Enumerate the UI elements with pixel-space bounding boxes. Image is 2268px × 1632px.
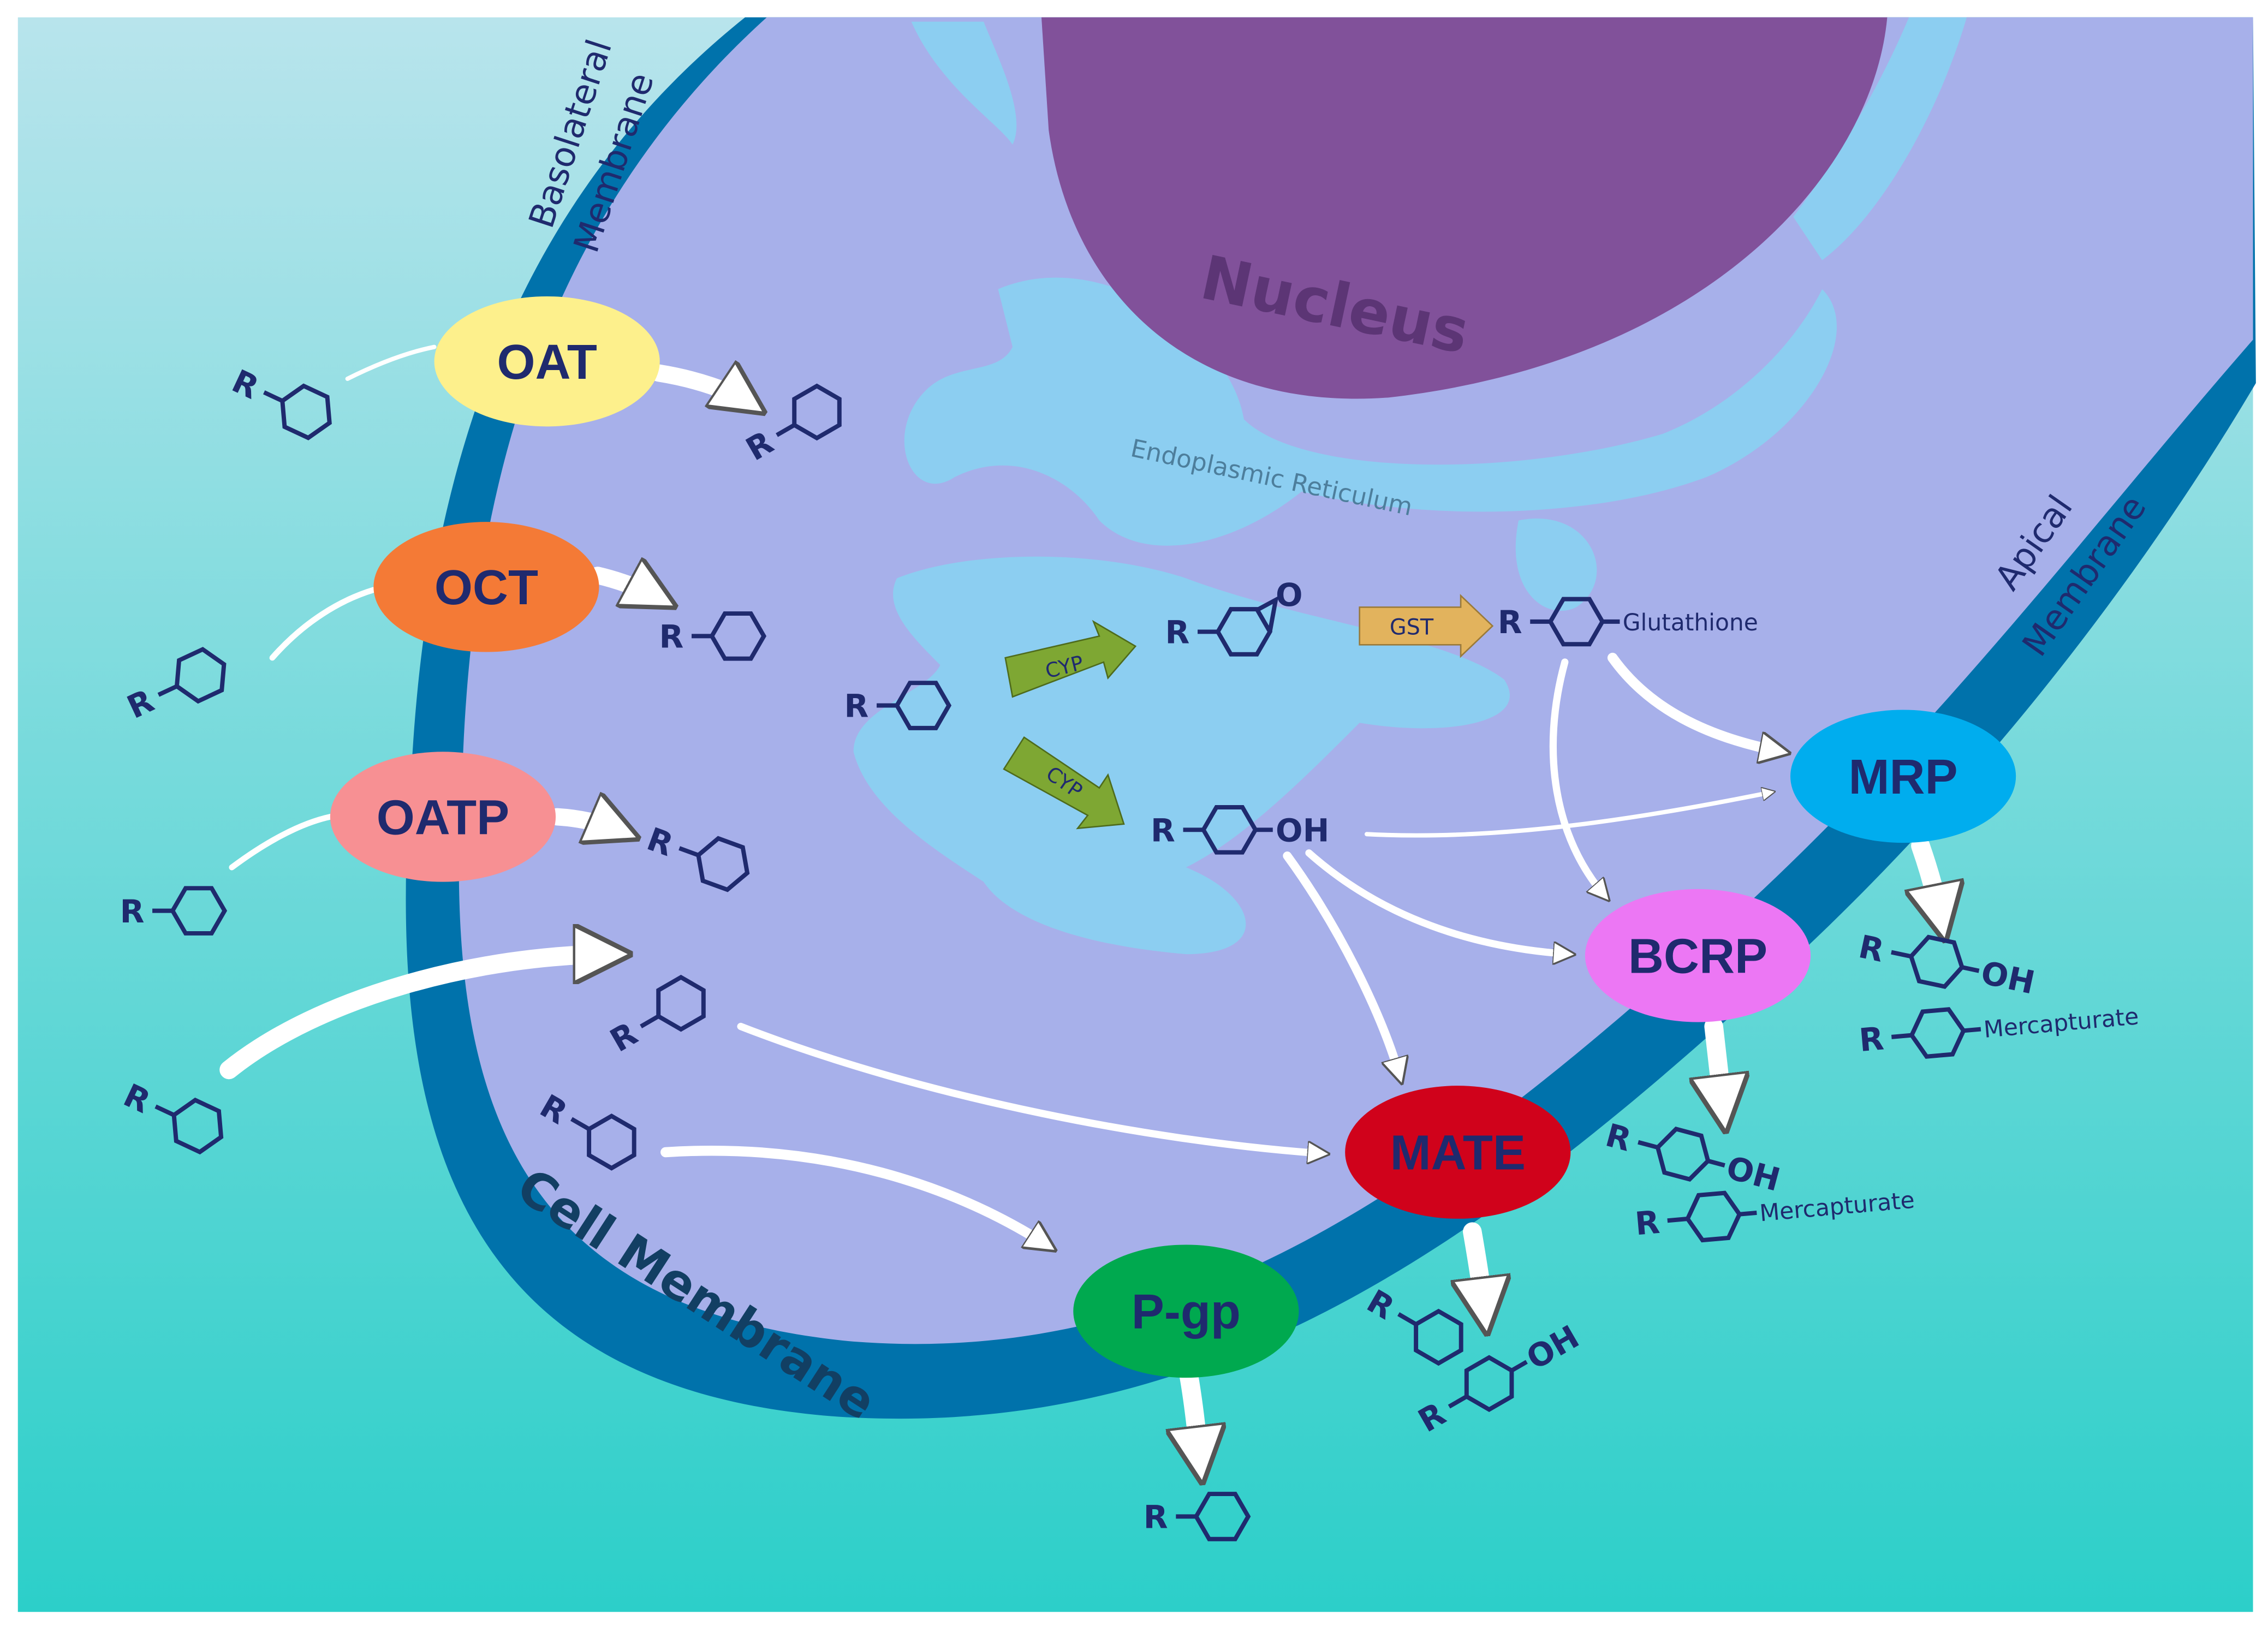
molecule-int-oct-r-label: R [659,618,684,656]
molecule-epoxide-epoxide-bond [1255,595,1279,633]
molecule-mate-r-ring [1414,1308,1463,1366]
molecule-int-pgp-sub-ring [587,1113,636,1171]
transporters: OAT OCT OATP MRP BCRP MATE P-gp [330,296,2016,1378]
flow-arrows [219,344,1942,1468]
molecule-bcrp-oh-bond2 [1707,1159,1725,1168]
molecule-int-cyp-sub-r-label: R [844,688,869,725]
arrow-oh-to-bcrp [1305,849,1569,954]
molecule-int-oct-ring [709,611,767,661]
molecule-mate-oh-ring [1464,1355,1514,1413]
molecule-mrp-oh-bond2 [1961,965,1980,973]
molecule-ext-passive-ring [171,1097,224,1155]
gst-label: GST [1390,615,1434,640]
molecule-bcrp-merc-ring [1685,1190,1742,1243]
arrow-mrp-out [1920,836,1942,925]
nucleus [1041,17,1888,399]
arrow-to-mate [737,1022,1323,1154]
arrow-oatp-out [548,817,625,832]
molecule-bcrp-merc-bond2 [1739,1210,1757,1217]
molecule-bcrp-merc-bond [1667,1217,1688,1223]
arrow-mate-out [1472,1222,1485,1319]
transporter-pgp: P-gp [1073,1244,1299,1378]
arrow-in-oatp [229,814,334,871]
molecule-ext-oatp-ring [170,886,228,936]
molecule-ext-oct-bond [157,684,178,697]
molecule-epoxide-r-label: R [1165,614,1190,651]
gst-arrow: GST [1359,594,1494,658]
molecule-hydroxyl-ring [1201,805,1258,855]
molecule-pgp-r-r-label: R [1144,1499,1168,1536]
molecule-ext-oct-ring [174,647,227,704]
arrow-glut-to-bcrp [1549,658,1605,896]
molecule-pgp-r-ring [1193,1492,1251,1541]
pgp-label: P-gp [1132,1284,1241,1339]
molecule-mate-r-bond [1397,1312,1418,1326]
molecule-mrp-merc-bond [1891,1033,1912,1039]
molecule-hydroxyl-oh-label: OH [1276,812,1329,849]
molecule-int-oat-ring [792,383,842,441]
arrow-bcrp-out [1714,1017,1724,1116]
molecule-ext-oatp: R [120,886,228,936]
arrow-in-oat-a [345,344,437,381]
oat-label: OAT [497,335,597,390]
molecule-bcrp-oh-bond [1638,1140,1658,1150]
molecule-hydroxyl: R OH [1151,805,1329,855]
transporter-oct: OCT [373,522,599,652]
molecule-glutathione: R Glutathione [1498,597,1758,647]
molecule-int-passive-bond [640,1014,660,1028]
mate-label: MATE [1390,1125,1526,1181]
arrow-oct-out [588,575,663,600]
molecule-int-oat-bond [776,423,796,437]
molecule-glutathione-r-label: R [1498,604,1522,641]
arrow-in-oct [269,587,377,661]
molecule-int-passive-ring [656,974,706,1032]
molecule-glutathione-ring [1547,597,1605,647]
oatp-label: OATP [377,790,509,845]
molecule-epoxide-o-label: O [1276,576,1303,614]
molecule-mate-oh-bond [1448,1395,1468,1409]
arrow-pgp-out [1189,1367,1200,1467]
enzyme-markers: CYP CYP GST [1003,594,1494,830]
molecule-pgp-r: R [1144,1492,1251,1541]
mrp-label: MRP [1849,749,1958,805]
transporter-mate: MATE [1345,1086,1571,1219]
arrow-glut-to-mrp [1607,652,1782,752]
molecule-int-oct: R [659,611,767,661]
arrow-oat-out [650,373,752,404]
transporter-oatp: OATP [330,752,556,882]
molecule-mrp-oh-bond [1891,950,1912,959]
molecule-int-cyp-sub: R [844,681,952,730]
transporter-bcrp: BCRP [1585,889,1811,1022]
arrow-oh-to-mate [1283,851,1400,1077]
molecule-mrp-merc-bond2 [1963,1027,1981,1033]
molecule-mrp-merc-r-label: R [1858,1020,1885,1059]
molecule-mate-oh-bond2 [1510,1360,1528,1373]
molecule-int-cyp-sub-ring [894,681,952,730]
molecule-bcrp-merc-r-label: R [1634,1204,1662,1243]
molecule-int-oatp-bond [678,846,699,857]
molecule-int-pgp-sub-bond [570,1117,591,1131]
transporter-oat: OAT [434,296,660,427]
molecule-epoxide: RO [1165,576,1303,657]
arrow-oh-to-mrp [1364,792,1772,838]
molecule-hydroxyl-r-label: R [1151,812,1175,849]
molecule-int-oatp-ring [696,836,750,892]
molecule-mrp-merc-ring [1909,1007,1966,1059]
molecule-ext-passive-bond [154,1104,175,1117]
transporter-mrp: MRP [1790,710,2016,843]
molecule-ext-oatp-r-label: R [120,893,145,930]
molecule-bcrp-oh-ring [1655,1127,1711,1182]
molecule-glutathione-glutathione-label: Glutathione [1623,609,1758,636]
arrow-to-pgp [660,1146,1049,1246]
bcrp-label: BCRP [1628,929,1767,984]
oct-label: OCT [434,560,538,615]
molecule-ext-oat-ring [280,383,332,440]
molecule-ext-oat-bond [263,390,283,403]
arrow-passive-in [219,954,615,1080]
molecule-mrp-oh-ring [1908,934,1965,989]
